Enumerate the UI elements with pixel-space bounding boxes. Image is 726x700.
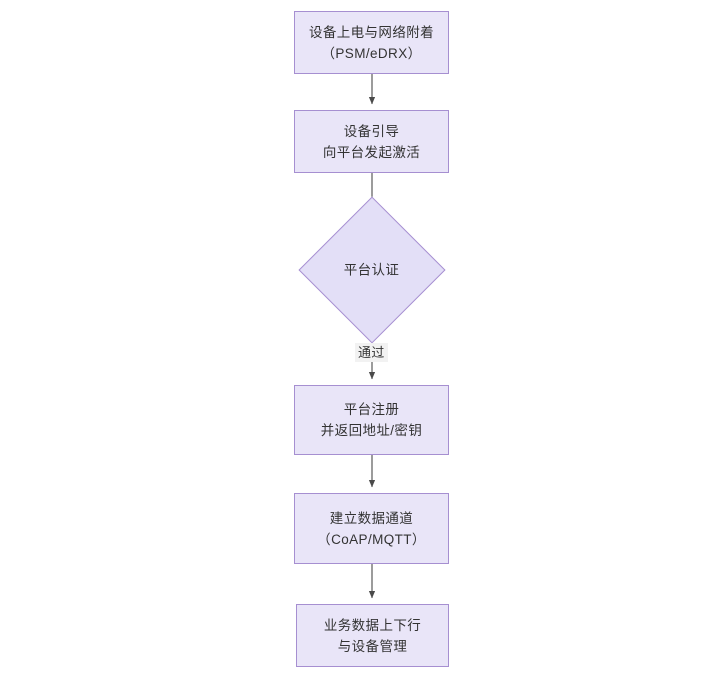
flow-node-line: 设备引导 xyxy=(343,123,400,139)
flow-node-data-channel[interactable]: 建立数据通道 （CoAP/MQTT） xyxy=(294,493,449,564)
flow-node-device-power-on[interactable]: 设备上电与网络附着 （PSM/eDRX） xyxy=(294,11,449,74)
flow-node-line: （CoAP/MQTT） xyxy=(317,531,426,547)
flow-node-platform-register[interactable]: 平台注册 并返回地址/密钥 xyxy=(294,385,449,455)
flow-node-line: 设备上电与网络附着 xyxy=(308,24,435,40)
flow-node-line: 业务数据上下行 xyxy=(323,617,422,633)
flow-node-device-bootstrap[interactable]: 设备引导 向平台发起激活 xyxy=(294,110,449,173)
flow-node-line: 平台注册 xyxy=(343,402,400,417)
flow-node-line: （PSM/eDRX） xyxy=(321,45,422,61)
flow-node-business-data[interactable]: 业务数据上下行 与设备管理 xyxy=(296,604,449,667)
flow-node-line: 平台认证 xyxy=(344,262,400,278)
flow-node-line: 建立数据通道 xyxy=(329,510,414,526)
edge-label-pass: 通过 xyxy=(355,343,388,362)
flow-node-line: 向平台发起激活 xyxy=(322,144,421,160)
flow-node-line: 并返回地址/密钥 xyxy=(320,423,423,438)
flow-node-line: 与设备管理 xyxy=(337,638,408,654)
